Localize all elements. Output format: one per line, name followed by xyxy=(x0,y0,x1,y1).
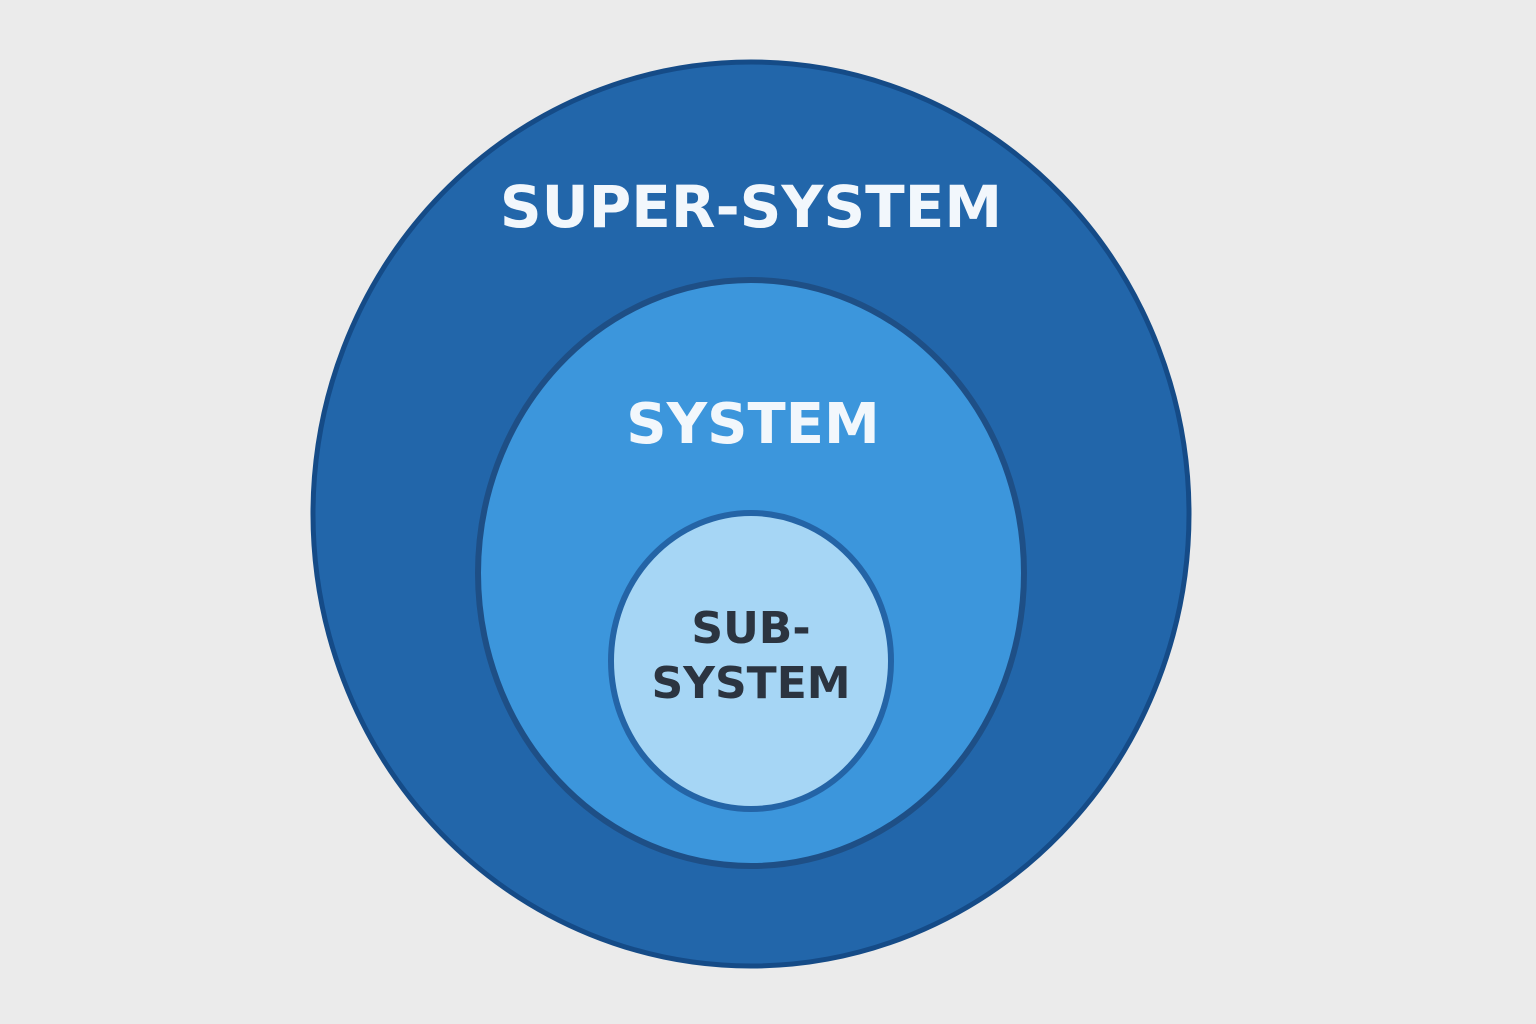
sub-system-label-line2: SYSTEM xyxy=(651,658,850,709)
sub-system-label-line1: SUB- xyxy=(691,603,810,654)
system-label: SYSTEM xyxy=(626,392,879,457)
sub-system-circle xyxy=(608,510,894,812)
super-system-label: SUPER-SYSTEM xyxy=(500,173,1002,241)
